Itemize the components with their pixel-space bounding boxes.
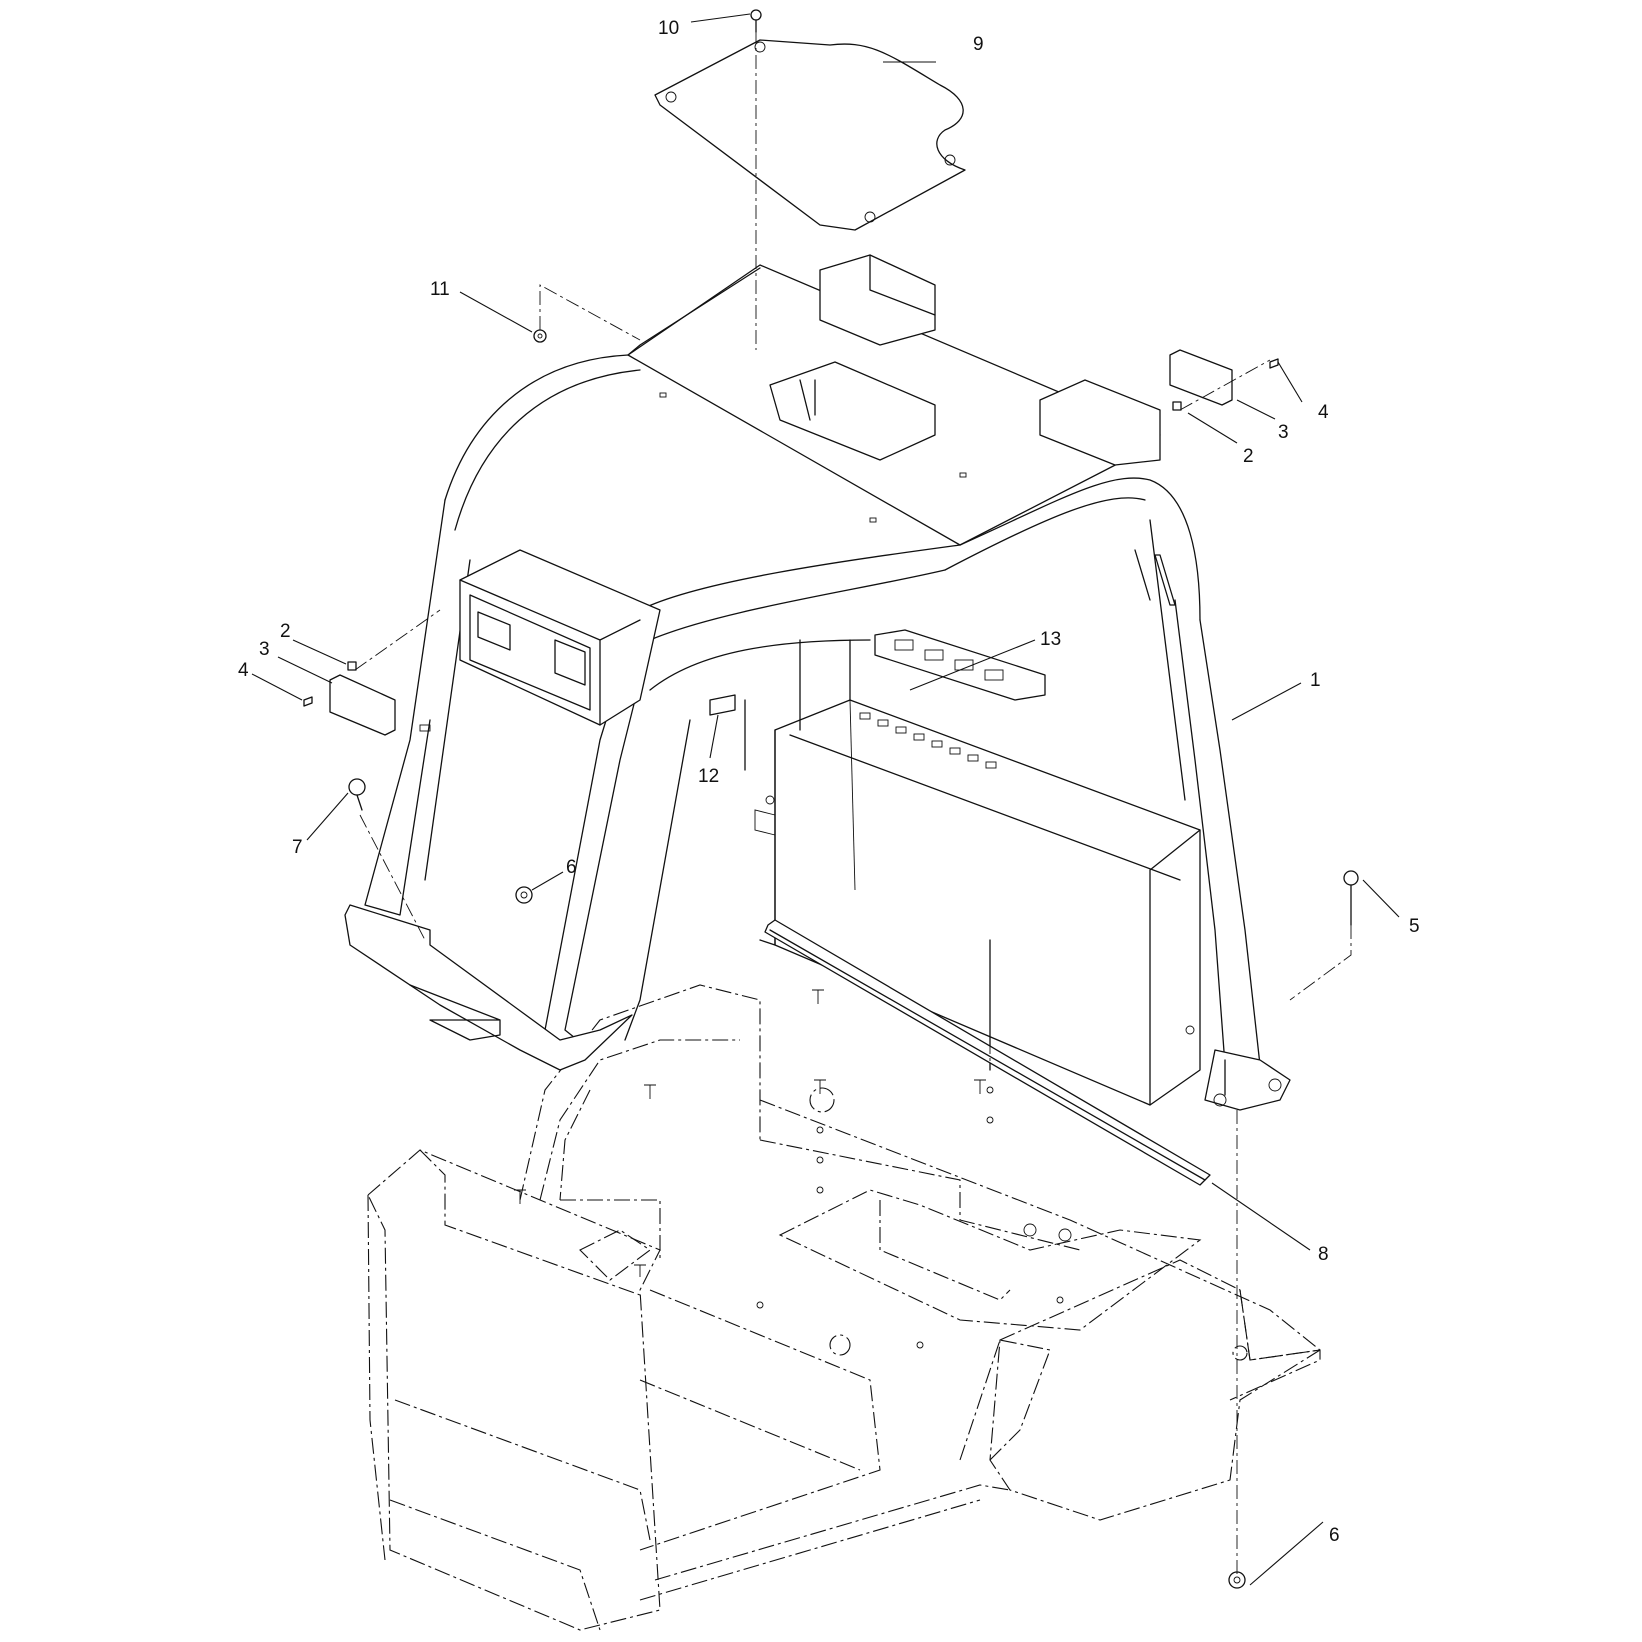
callout-2: 2	[1243, 446, 1254, 467]
bolt-top	[750, 9, 762, 33]
callout-13: 13	[1040, 629, 1061, 650]
rear-panel-slots	[859, 712, 997, 769]
cover-plate	[654, 39, 966, 231]
frame-nuts	[1023, 1223, 1072, 1242]
callout-10: 10	[658, 18, 679, 39]
trim-strip	[764, 919, 1211, 1186]
side-plate-right	[1169, 349, 1233, 406]
callout-3: 3	[259, 639, 270, 660]
side-plate-left	[329, 674, 396, 736]
callout-1: 1	[1310, 670, 1321, 691]
callout-4: 4	[1318, 402, 1329, 423]
screw-left	[303, 696, 313, 707]
frame-stud-bolts	[514, 989, 1066, 1277]
assembly-centerlines	[354, 30, 1352, 1575]
decal-panel	[874, 629, 1046, 701]
nut-left	[515, 886, 533, 904]
callout-6: 6	[566, 857, 577, 878]
screw-right	[1269, 358, 1279, 369]
nut-upper	[533, 329, 547, 343]
machine-frame-phantom	[367, 984, 1321, 1631]
leader-lines	[251, 13, 1400, 1586]
callout-labels: 1 2 2 3 3 4 4 5 6 6 7 8 9 10 11 12 13	[238, 18, 1420, 1546]
callout-6: 6	[1329, 1525, 1340, 1546]
callout-8: 8	[1318, 1244, 1329, 1265]
clip-nut-left	[347, 661, 357, 671]
rear-panel	[744, 639, 1201, 1106]
nut-bottom	[1228, 1571, 1246, 1589]
callout-7: 7	[292, 837, 303, 858]
callout-2: 2	[280, 621, 291, 642]
callout-3: 3	[1278, 422, 1289, 443]
callout-12: 12	[698, 766, 719, 787]
roll-bar-hoop	[344, 254, 1291, 1111]
bolt-right	[1343, 870, 1359, 926]
callout-11: 11	[430, 279, 450, 300]
clip-nut-right	[1172, 401, 1182, 411]
callout-5: 5	[1409, 916, 1420, 937]
callout-9: 9	[973, 34, 984, 55]
label-tag	[709, 694, 736, 716]
bolt-left	[348, 778, 366, 811]
callout-4: 4	[238, 660, 249, 681]
